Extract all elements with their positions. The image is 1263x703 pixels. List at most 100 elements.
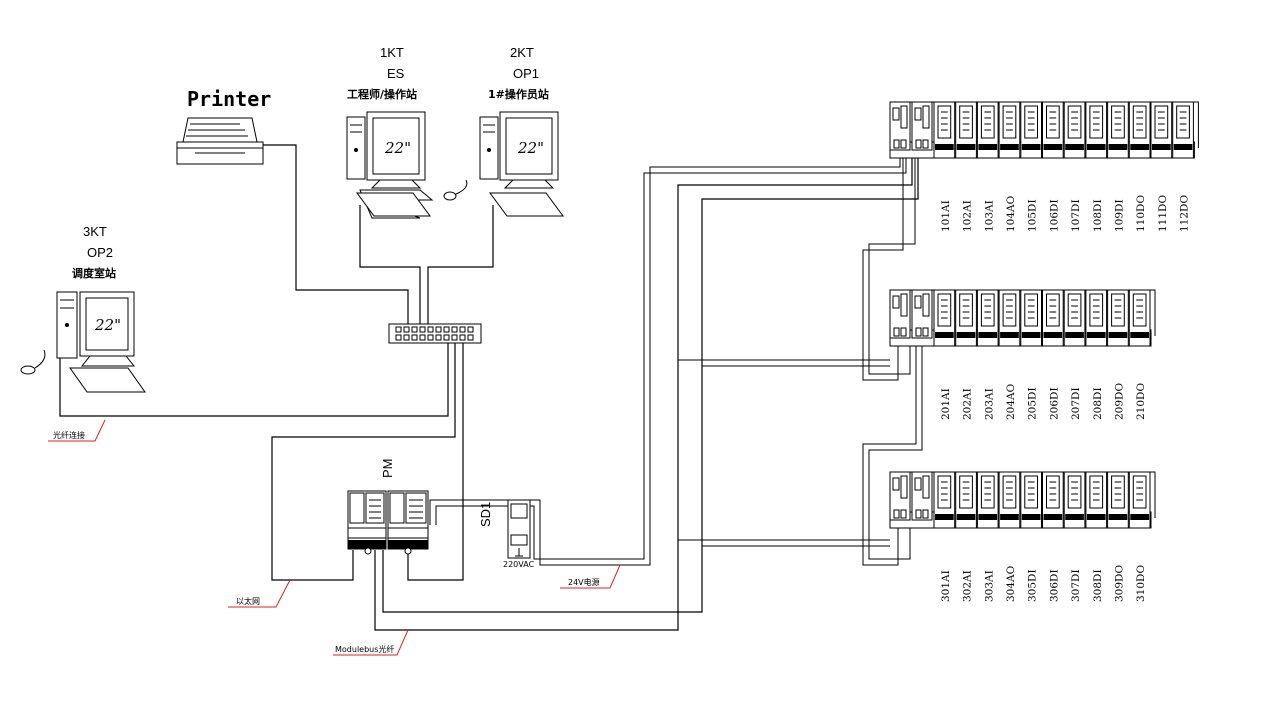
io-module [1085,101,1108,159]
printer: Printer [176,87,271,165]
comm-interface-module [889,289,911,339]
op1-name: 1#操作员站 [488,87,549,101]
pm-unit-1 [347,490,387,555]
printer-title: Printer [187,87,271,111]
io-module-label: 204AO [1005,383,1017,420]
io-module-label: 108DI [1092,199,1104,232]
io-module [1042,289,1064,347]
power-supply: SD1 220VAC [478,499,535,569]
pm-controller: PM [347,459,429,555]
rack-link-1b [868,150,916,375]
io-module [1063,471,1086,529]
io-module [955,289,977,347]
power-note-text: 24V电源 [568,577,600,587]
io-module [1042,471,1064,529]
op1-code: OP1 [513,66,539,81]
op2-workstation: 3KT OP2 调度室站 22" [20,224,146,393]
op2-fiber-cable [59,343,449,417]
io-module-label: 208DI [1092,387,1104,420]
io-module [1128,471,1151,529]
io-module-label: 202AI [962,388,974,420]
rack-link-2a [862,330,917,566]
es-cable [359,205,421,324]
io-module-label: 209DO [1113,383,1125,420]
io-module-label: 304AO [1005,565,1017,602]
op2-code: OP2 [87,245,113,260]
es-name: 工程师/操作站 [347,87,417,101]
io-module [1107,101,1129,159]
io-module [1042,101,1064,159]
io-module [998,471,1021,529]
pm-unit-2 [387,490,429,555]
io-module [976,289,999,347]
io-module-label: 301AI [940,570,952,602]
modulebus-note-text: Modulebus光纤 [335,644,394,654]
io-module-label: 104AO [1005,195,1017,232]
es-id: 1KT [380,45,404,60]
io-module-label: 107DI [1070,199,1082,232]
op1-cable [427,205,494,324]
ethernet-cable-pm1 [271,343,456,581]
modulebus-fiber-a [374,150,913,631]
comm-interface-module [889,471,911,521]
io-module [1128,289,1151,347]
computer-icon [20,291,146,393]
io-module-label: 303AI [983,570,995,602]
io-module [933,289,956,347]
io-module [1128,101,1151,159]
ethernet-note-text: 以太网 [236,596,260,606]
network-cables [59,144,494,581]
io-module [998,289,1021,347]
io-module-label: 210DO [1135,383,1147,420]
io-module [1172,101,1194,159]
es-screen-size: 22" [384,139,411,157]
op2-screen-size: 22" [94,316,121,334]
io-module [933,471,956,529]
switch-ports [395,326,474,341]
io-module-label: 109DI [1113,199,1125,232]
comm-interface-module [911,471,933,521]
io-module [1020,101,1042,159]
io-module [1107,289,1129,347]
computer-icon [479,111,564,217]
io-module-label: 310DO [1135,565,1147,602]
io-module-label: 309DO [1113,565,1125,602]
io-module-label: 307DI [1070,569,1082,602]
network-switch [388,323,482,344]
io-module [1085,471,1108,529]
pm-label: PM [380,459,395,479]
io-module-label: 205DI [1027,387,1039,420]
io-module-label: 305DI [1027,569,1039,602]
io-module-label: 206DI [1048,387,1060,420]
io-module [933,101,956,159]
power-and-bus-cables [374,150,923,631]
io-module-label: 102AI [962,200,974,232]
io-module-label: 302AI [962,570,974,602]
computer-icon [346,111,468,219]
io-module [1020,471,1042,529]
io-module [998,101,1021,159]
io-module [955,101,977,159]
power-note: 24V电源 [560,564,621,589]
io-module [1085,289,1108,347]
io-module [976,471,999,529]
io-module-label: 112DO [1179,195,1191,232]
ethernet-note: 以太网 [228,579,291,608]
io-module-label: 111DO [1157,195,1169,232]
fiber-note: 光纤连接 [48,419,106,442]
op2-name: 调度室站 [72,266,116,280]
printer-cable [262,144,409,324]
io-module-label: 201AI [940,388,952,420]
printer-icon [176,117,264,165]
op2-id: 3KT [83,224,107,239]
io-module [1063,101,1086,159]
op1-screen-size: 22" [517,139,544,157]
rack-link-1a [862,150,904,381]
io-module-label: 103AI [983,200,995,232]
io-module [1150,101,1173,159]
io-module-label: 110DO [1135,195,1147,232]
